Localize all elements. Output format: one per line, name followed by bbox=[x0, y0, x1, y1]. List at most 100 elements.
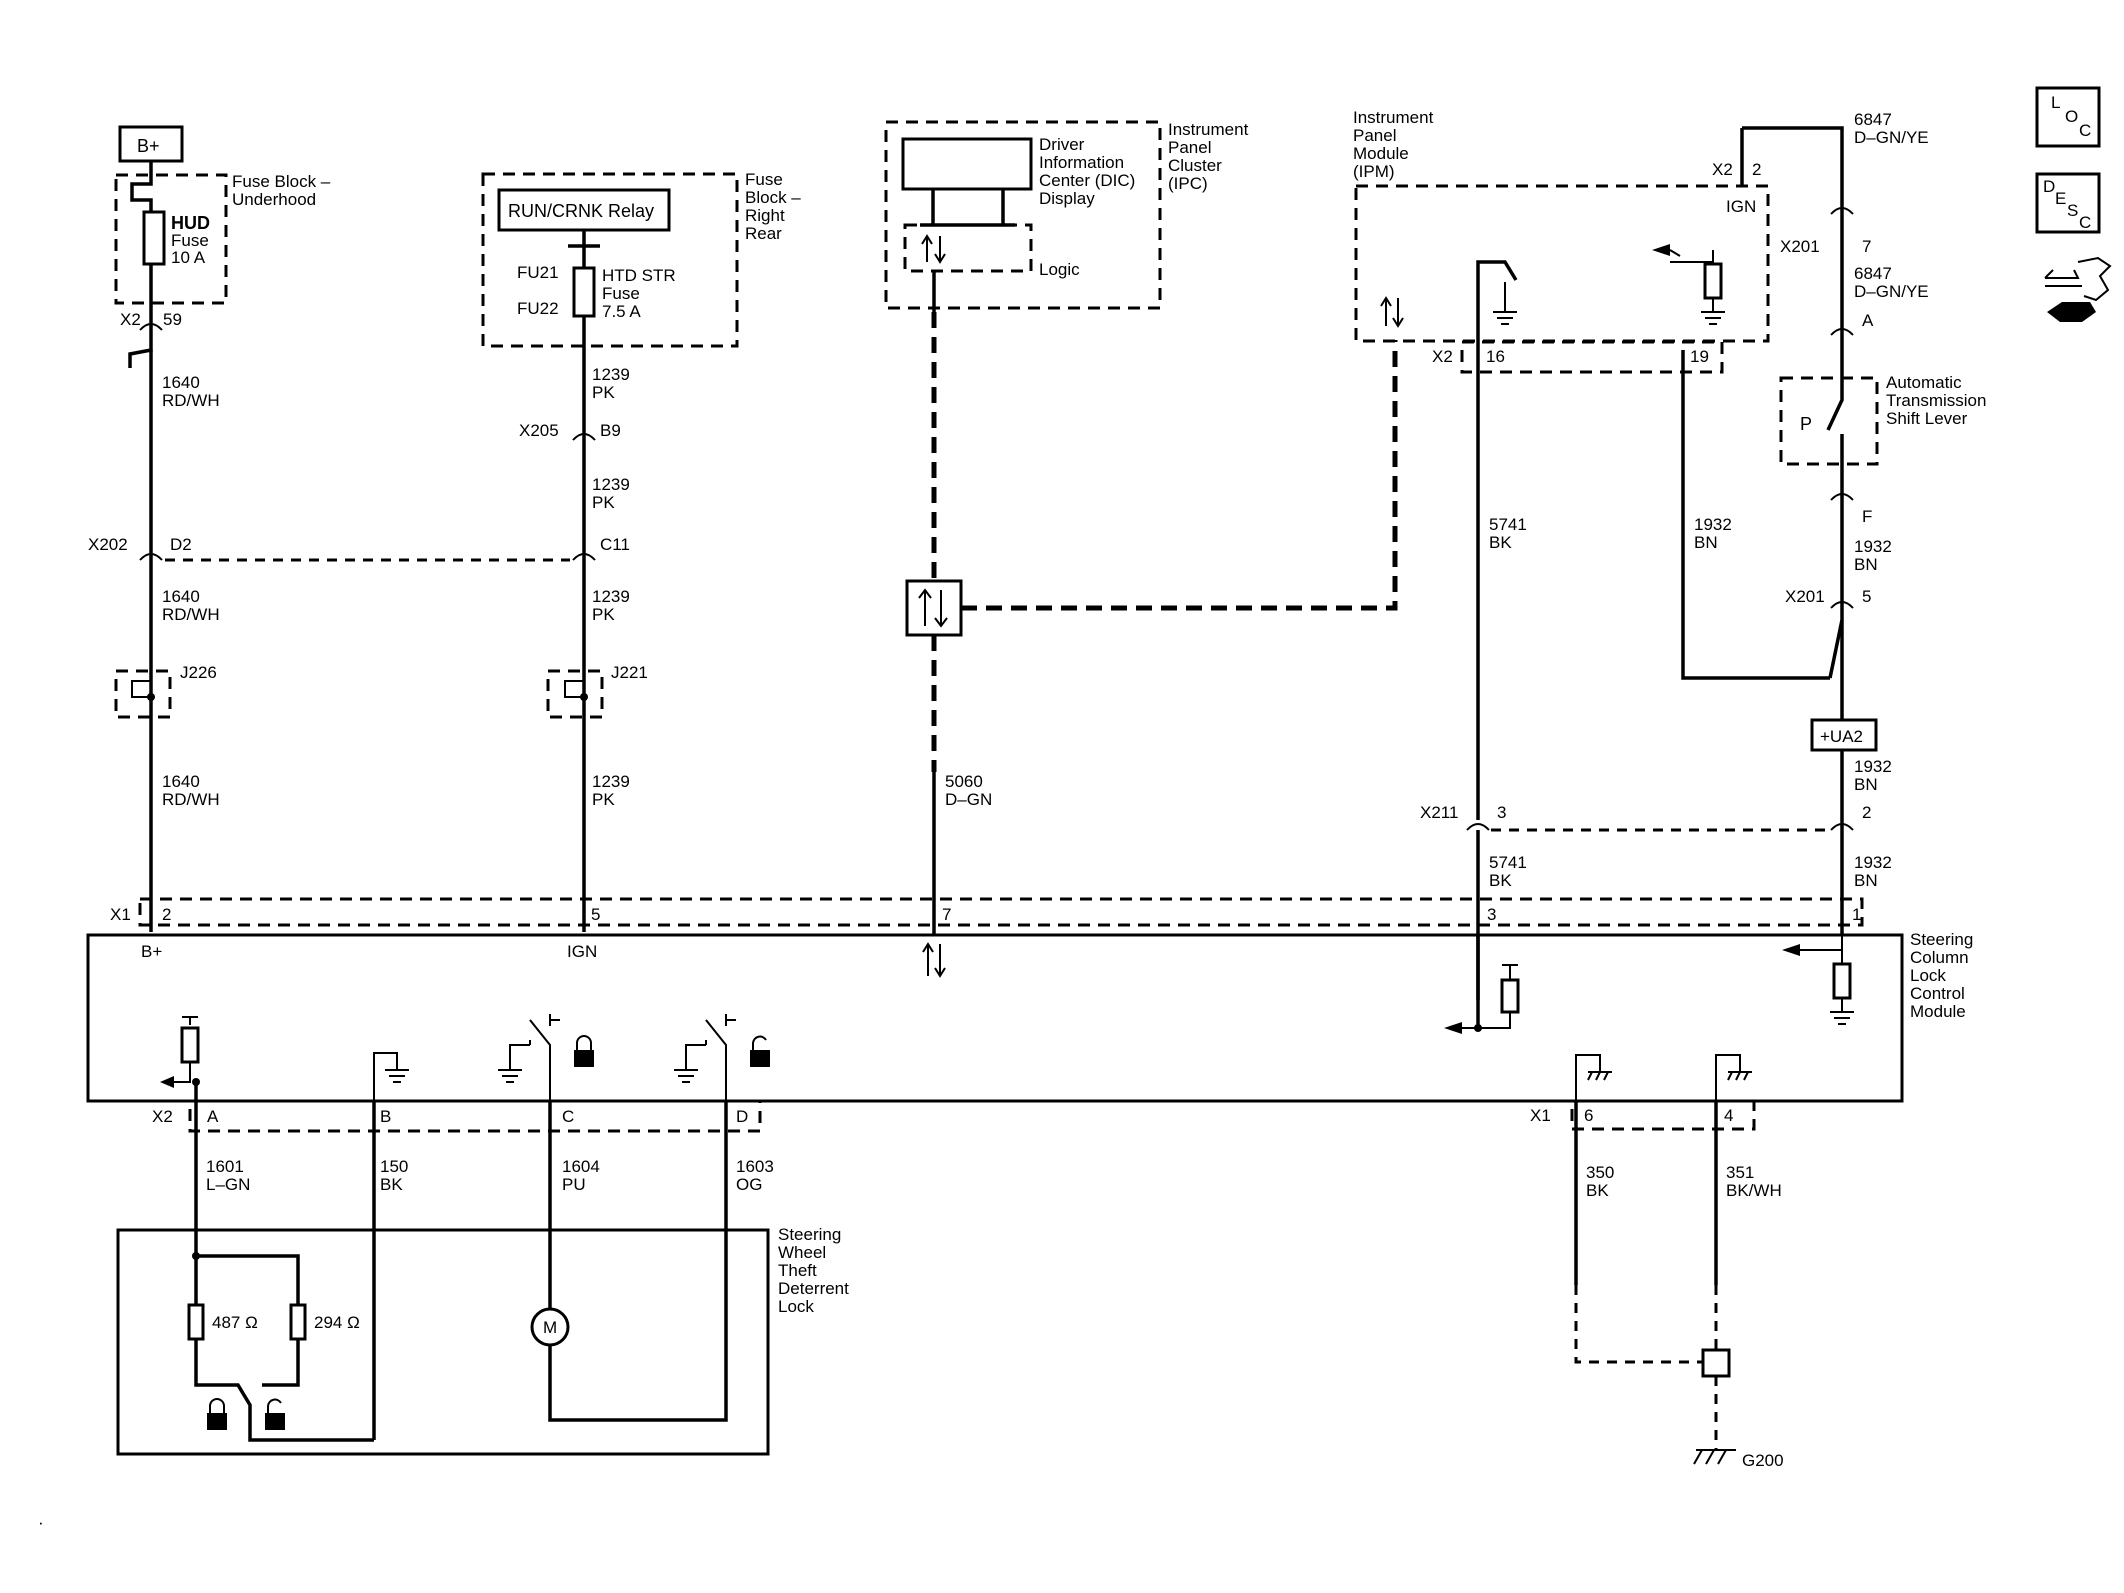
loc-letter-2: O bbox=[2065, 107, 2078, 126]
desc-button[interactable]: D E S C bbox=[2035, 172, 2101, 234]
htd-str-fuse-label-2: Fuse bbox=[602, 284, 640, 303]
pin-a-label: A bbox=[1862, 311, 1874, 330]
wire-1239-d-color: PK bbox=[592, 790, 615, 809]
wire-1932-c-circuit: 1932 bbox=[1854, 757, 1892, 776]
ground-g200-circuit: X1 6 4 350 BK 351 BK/WH G200 bbox=[1530, 1099, 1784, 1470]
logic-outline bbox=[903, 223, 1033, 273]
x205-connector-label: X205 bbox=[519, 421, 559, 440]
ipm-input-arrow-line bbox=[1669, 249, 1714, 263]
wire-1640-c-circuit: 1640 bbox=[162, 772, 200, 791]
ipm-serial-data-icon bbox=[1380, 296, 1404, 328]
lock-motor-label: M bbox=[543, 1318, 557, 1337]
wire-5741-a-circuit: 5741 bbox=[1489, 515, 1527, 534]
wire-1932-d-circuit: 1932 bbox=[1854, 853, 1892, 872]
ipc-label-3: Cluster bbox=[1168, 156, 1222, 175]
x201-5-jumper bbox=[1828, 608, 1844, 679]
steering-column-lock-control-module: Steering Column Lock Control Module B+ I… bbox=[86, 930, 1973, 1103]
x201-7-connector-label: X201 bbox=[1780, 237, 1820, 256]
instrument-panel-cluster: Instrument Panel Cluster (IPC) Driver In… bbox=[884, 120, 1249, 312]
sclcm-chassis-ground-4 bbox=[1715, 1054, 1752, 1101]
sclcm-pullup-to-input bbox=[1462, 1012, 1511, 1029]
swtdl-label-1: Steering bbox=[778, 1225, 841, 1244]
dic-label-3: Center (DIC) bbox=[1039, 171, 1135, 190]
relay-output-bus bbox=[568, 230, 600, 248]
sclcm-b-plus-pin-label: B+ bbox=[141, 942, 162, 961]
x1-bottom-connector-outline bbox=[1570, 1099, 1756, 1131]
x211-pin-3-label: 3 bbox=[1497, 803, 1506, 822]
wire-351-color: BK/WH bbox=[1726, 1181, 1782, 1200]
ipm-low-side-switch bbox=[1476, 260, 1518, 350]
swtdl-label-5: Lock bbox=[778, 1297, 814, 1316]
ipc-serial-data-icon bbox=[921, 234, 946, 264]
wire-1640-a-color: RD/WH bbox=[162, 391, 220, 410]
wire-150-circuit: 150 bbox=[380, 1157, 408, 1176]
dic-label-1: Driver bbox=[1039, 135, 1085, 154]
fuse-block-underhood-outline bbox=[114, 173, 228, 305]
x2-bottom-connector: X2 A B C D bbox=[152, 1099, 762, 1133]
fuse-block-right-rear-label-3: Right bbox=[745, 206, 785, 225]
lock-motor-relay-d bbox=[705, 1014, 736, 1101]
j221-splice-dot bbox=[580, 693, 588, 701]
j221-junction-symbol bbox=[564, 671, 585, 698]
pin-2-label: 2 bbox=[1862, 803, 1871, 822]
j226-label: J226 bbox=[180, 663, 217, 682]
x211-connector-label: X211 bbox=[1420, 803, 1458, 822]
sclcm-pin-a-input bbox=[172, 1062, 191, 1083]
x1-bottom-connector-label: X1 bbox=[1530, 1106, 1551, 1125]
b-plus-feed: B+ Fuse Block – Underhood HUD Fuse 10 A … bbox=[88, 125, 331, 932]
g200-ground-symbol bbox=[1693, 1449, 1736, 1465]
x2-59-connector-label: X2 bbox=[120, 310, 141, 329]
pin-a-symbol bbox=[1830, 328, 1854, 336]
fuse-block-right-rear-label-4: Rear bbox=[745, 224, 782, 243]
wire-1640-c-color: RD/WH bbox=[162, 790, 220, 809]
htd-str-fuse-symbol bbox=[572, 266, 596, 318]
wire-1239-a-color: PK bbox=[592, 383, 615, 402]
x1-pin-2-label: 2 bbox=[162, 905, 171, 924]
x2-ipm-bottom-label: X2 bbox=[1432, 347, 1453, 366]
loc-button[interactable]: L O C bbox=[2035, 86, 2101, 148]
lock-relay-c-ground bbox=[498, 1044, 530, 1083]
ipm-label-3: Module bbox=[1353, 144, 1409, 163]
x211-3-pin-symbol bbox=[1466, 823, 1490, 831]
sclcm-chassis-ground-6 bbox=[1575, 1054, 1612, 1101]
wire-1640-b-circuit: 1640 bbox=[162, 587, 200, 606]
wire-350-color: BK bbox=[1586, 1181, 1609, 1200]
hud-fuse-label-1: HUD bbox=[171, 213, 210, 233]
b-plus-terminal-label: B+ bbox=[137, 136, 160, 156]
loc-letter-1: L bbox=[2051, 93, 2060, 112]
wire-6847-ign-feed bbox=[1742, 126, 1844, 214]
sclcm-pin-a-resistor bbox=[180, 1026, 200, 1064]
htd-str-fuse-label-1: HTD STR bbox=[602, 266, 676, 285]
sclcm-pin1-input bbox=[1800, 935, 1843, 951]
dic-display-box bbox=[901, 137, 1033, 191]
fu22-label: FU22 bbox=[517, 299, 559, 318]
x1-bottom-pin-6-label: 6 bbox=[1584, 1106, 1593, 1125]
sclcm-pulldown-resistor bbox=[1832, 962, 1852, 1000]
ipm-ground-symbol-1 bbox=[1493, 300, 1517, 325]
sclcm-pin-a-supply bbox=[182, 1016, 198, 1025]
x2-bottom-connector-label: X2 bbox=[152, 1107, 173, 1126]
fuse-block-underhood-label-1: Fuse Block – bbox=[232, 172, 331, 191]
x1-pin-1-label: 1 bbox=[1852, 905, 1861, 924]
x2-ipm-connector-label: X2 bbox=[1712, 160, 1733, 179]
wire-1603-circuit: 1603 bbox=[736, 1157, 774, 1176]
ground-splice-box bbox=[1701, 1348, 1731, 1378]
ipm-label-2: Panel bbox=[1353, 126, 1396, 145]
ipc-label-4: (IPC) bbox=[1168, 174, 1208, 193]
wire-5060-circuit: 5060 bbox=[945, 772, 983, 791]
wire-1239-d-circuit: 1239 bbox=[592, 772, 630, 791]
ipc-label-2: Panel bbox=[1168, 138, 1211, 157]
g200-label: G200 bbox=[1742, 1451, 1784, 1470]
x2-ipm-pin-16-label: 16 bbox=[1486, 347, 1505, 366]
x2-59-pin-label: 59 bbox=[163, 310, 182, 329]
wire-1603 bbox=[548, 1101, 728, 1422]
wire-350-dashed-to-splice bbox=[1574, 1285, 1703, 1364]
sclcm-pin-b-ground-wire bbox=[373, 1052, 398, 1101]
wire-5741-a-color: BK bbox=[1489, 533, 1512, 552]
wire-1239-c-color: PK bbox=[592, 605, 615, 624]
wire-1239-a-circuit: 1239 bbox=[592, 365, 630, 384]
j226-junction-outline bbox=[114, 669, 172, 719]
loc-letter-3: C bbox=[2079, 121, 2091, 140]
connector-tool-icon[interactable] bbox=[2044, 256, 2112, 322]
x202-connector-label: X202 bbox=[88, 535, 128, 554]
